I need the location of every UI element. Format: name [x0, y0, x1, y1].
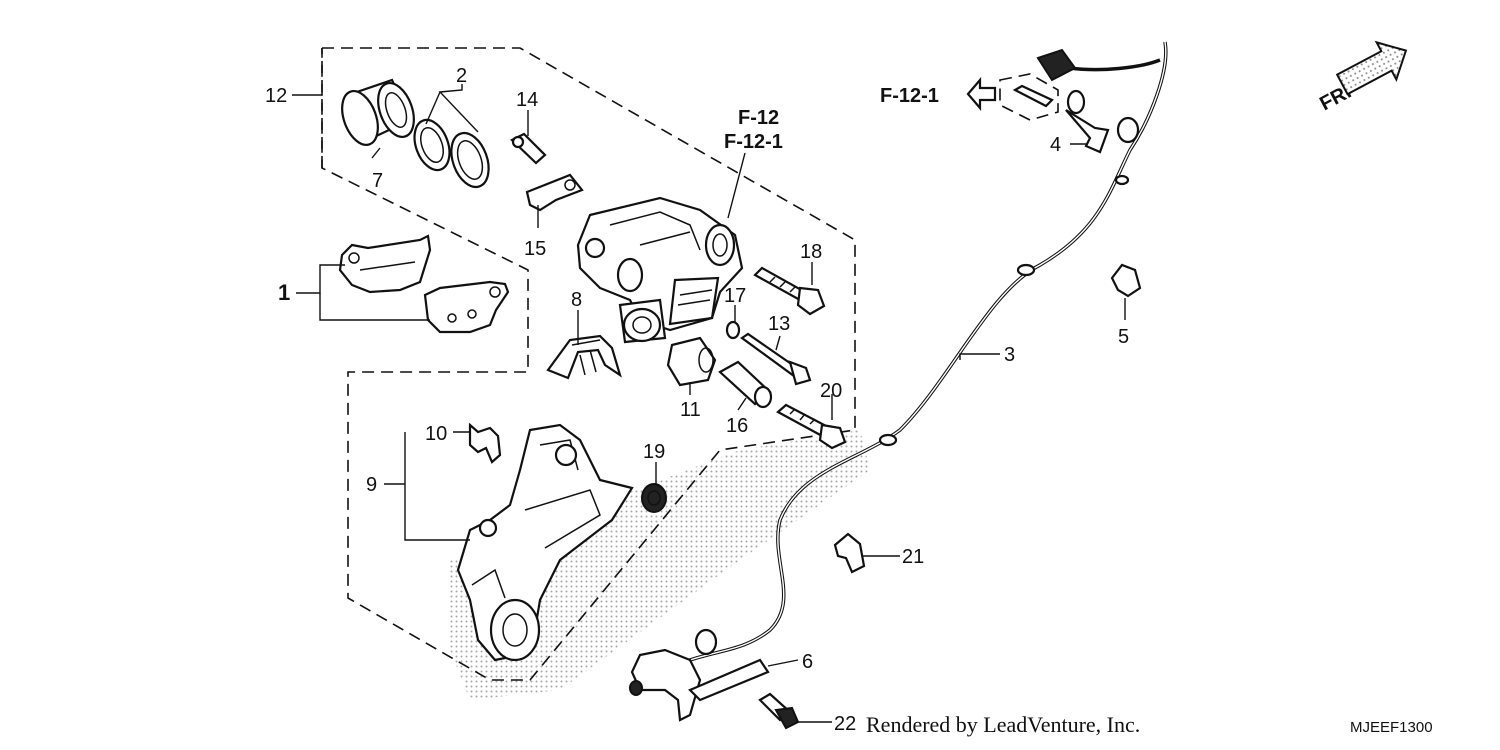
callout-16: 16	[726, 415, 748, 437]
callout-6: 6	[802, 651, 813, 673]
caliper-pin-bolt-part[interactable]	[753, 266, 826, 316]
callout-17: 17	[724, 285, 746, 307]
seal-rings-part[interactable]	[408, 115, 495, 192]
bleeder-screw-part[interactable]	[510, 132, 547, 165]
callout-14: 14	[516, 89, 538, 111]
abs-sensor-cable-part[interactable]	[638, 41, 1168, 682]
front-arrow-icon	[1335, 40, 1408, 96]
boot-part[interactable]	[666, 336, 717, 387]
washer-part[interactable]	[725, 320, 741, 340]
callout-7: 7	[372, 170, 383, 192]
cable-clip-5-part[interactable]	[1110, 263, 1142, 298]
callout-9: 9	[366, 474, 377, 496]
callout-21: 21	[902, 546, 924, 568]
callout-12: 12	[265, 85, 287, 107]
sensor-stay-part[interactable]	[629, 648, 770, 722]
diagram-code: MJEEF1300	[1350, 719, 1433, 736]
reference-arrow-icon	[966, 77, 997, 111]
callout-22: 22	[834, 713, 856, 735]
callout-3: 3	[1004, 344, 1015, 366]
caliper-reference-f12-1[interactable]: F-12-1	[724, 131, 783, 153]
pad-spring-part[interactable]	[546, 334, 622, 380]
arrow-reference-f12-1[interactable]: F-12-1	[880, 85, 939, 107]
callout-19: 19	[643, 441, 665, 463]
piston-part[interactable]	[335, 78, 420, 150]
callout-1: 1	[278, 280, 290, 305]
callout-4: 4	[1050, 134, 1061, 156]
brake-pads-part[interactable]	[338, 234, 510, 334]
footer-credit: Rendered by LeadVenture, Inc.	[866, 712, 1140, 737]
sleeve-part[interactable]	[718, 360, 773, 409]
caliper-reference-f12[interactable]: F-12	[738, 107, 779, 129]
callout-labels: 12 2 7 14 15 1 8 18 17 13 20 11 16 10 9 …	[265, 65, 1129, 735]
pad-retainer-part[interactable]	[468, 422, 502, 464]
callout-18: 18	[800, 241, 822, 263]
callout-13: 13	[768, 313, 790, 335]
callout-20: 20	[820, 380, 842, 402]
bolt-22-part[interactable]	[758, 692, 800, 730]
sensor-bracket-part[interactable]	[999, 73, 1110, 154]
bleeder-cap-part[interactable]	[525, 173, 584, 212]
dashed-group-boxes	[321, 47, 856, 681]
pin-bolt-part[interactable]	[740, 332, 812, 386]
callout-10: 10	[425, 423, 447, 445]
callout-11: 11	[680, 399, 701, 421]
reference-labels: F-12 F-12-1 F-12-1	[724, 85, 939, 153]
bolt-20-part[interactable]	[776, 403, 847, 450]
shading-area	[450, 430, 870, 700]
cable-clip-21-part[interactable]	[833, 532, 866, 574]
leader-lines	[292, 84, 1126, 723]
caliper-body-part[interactable]	[576, 196, 744, 344]
callout-5: 5	[1118, 326, 1129, 348]
callout-15: 15	[524, 238, 546, 260]
nut-part[interactable]	[641, 483, 667, 513]
callout-2: 2	[456, 65, 467, 87]
callout-8: 8	[571, 289, 582, 311]
caliper-bracket-part[interactable]	[456, 423, 634, 662]
